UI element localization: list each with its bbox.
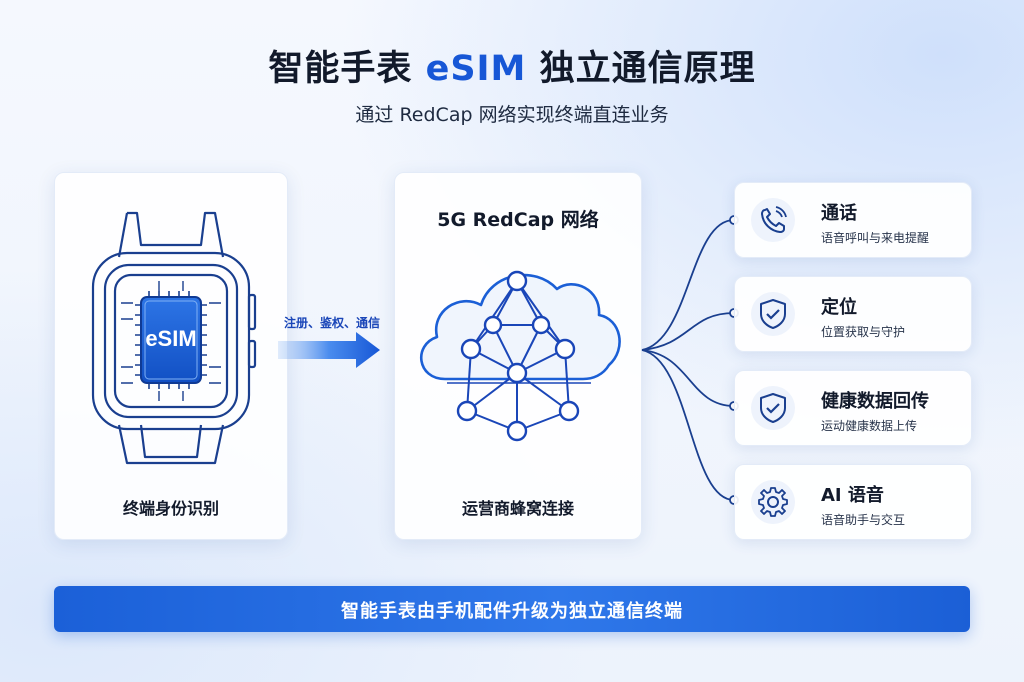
service-subtitle: 位置获取与守护 <box>821 325 906 339</box>
page-subtitle: 通过 RedCap 网络实现终端直连业务 <box>355 104 669 126</box>
service-title: AI 语音 <box>821 485 884 506</box>
esim-chip-label: eSIM <box>145 326 196 351</box>
network-card: 5G RedCap 网络 <box>394 172 642 540</box>
title-accent: eSIM <box>425 49 527 89</box>
page-title: 智能手表 eSIM 独立通信原理 <box>0 40 1024 91</box>
service-card-health: 健康数据回传 运动健康数据上传 <box>734 370 972 446</box>
shield-check-icon <box>751 292 795 336</box>
service-card-ai-voice: AI 语音 语音助手与交互 <box>734 464 972 540</box>
gear-icon <box>751 480 795 524</box>
service-title: 定位 <box>821 297 857 318</box>
title-prefix: 智能手表 <box>268 49 426 89</box>
service-subtitle: 运动健康数据上传 <box>821 419 918 433</box>
service-title: 健康数据回传 <box>821 391 929 412</box>
network-card-caption: 运营商蜂窝连接 <box>461 499 574 518</box>
right-arrow-icon <box>278 332 380 368</box>
service-subtitle: 语音助手与交互 <box>821 513 906 527</box>
watch-card-caption: 终端身份识别 <box>122 499 219 518</box>
summary-banner: 智能手表由手机配件升级为独立通信终端 <box>54 586 970 632</box>
watch-card: eSIM 终端身份识别 <box>54 172 288 540</box>
phone-icon <box>751 198 795 242</box>
network-title: 5G RedCap 网络 <box>437 209 599 231</box>
service-card-call: 通话 语音呼叫与来电提醒 <box>734 182 972 258</box>
shield-check-icon <box>751 386 795 430</box>
service-subtitle: 语音呼叫与来电提醒 <box>821 231 930 245</box>
smartwatch-icon: eSIM <box>91 211 257 465</box>
service-card-location: 定位 位置获取与守护 <box>734 276 972 352</box>
arrow-label: 注册、鉴权、通信 <box>283 316 380 330</box>
summary-banner-text: 智能手表由手机配件升级为独立通信终端 <box>341 601 683 622</box>
cloud-network-icon <box>420 270 621 442</box>
service-title: 通话 <box>821 203 857 224</box>
title-suffix: 独立通信原理 <box>526 49 756 89</box>
